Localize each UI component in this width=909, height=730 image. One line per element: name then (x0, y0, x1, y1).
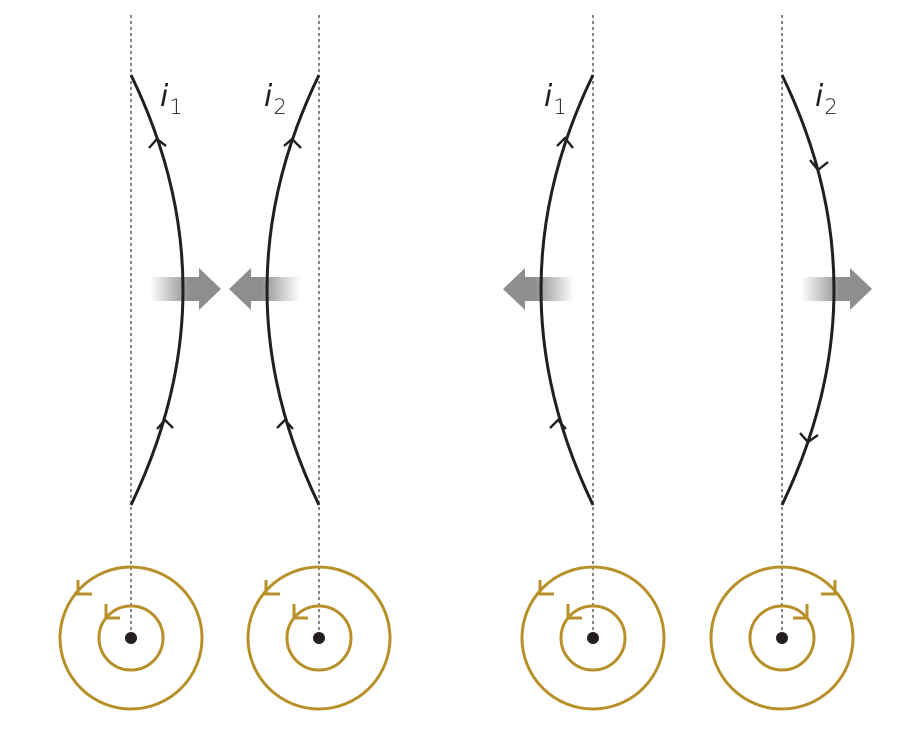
field-arrow-ccw-icon (104, 604, 120, 620)
field-ring-outer (246, 565, 392, 711)
current-arrow-down-icon (809, 159, 829, 172)
wire-i2 (265, 74, 321, 506)
field-arrow-cw-icon (821, 580, 837, 596)
wire-label-i2: i2 (815, 79, 838, 119)
current-arrow-up-icon (148, 137, 167, 149)
wire-cross-section-dot (313, 632, 325, 644)
field-ring-outer (520, 565, 666, 711)
force-arrow-left (503, 268, 574, 310)
field-arrow-cw-icon (793, 604, 809, 620)
field-arrow-ccw-icon (76, 580, 92, 596)
field-arrow-ccw-icon (566, 604, 582, 620)
panel-parallel: i1 i2 (58, 15, 392, 711)
current-arrow-up-icon (549, 418, 567, 430)
wire-i1 (129, 74, 185, 506)
field-ring-inner (559, 604, 627, 672)
field-arrow-ccw-icon (292, 604, 308, 620)
current-arrow-down-icon (799, 432, 819, 444)
wire-label-i1: i1 (544, 79, 567, 119)
current-arrow-up-icon (276, 418, 294, 430)
wire-i2 (780, 74, 836, 506)
field-ring-inner (97, 604, 165, 672)
current-arrow-up-icon (556, 136, 574, 149)
field-arrow-ccw-icon (264, 580, 280, 596)
panel-antiparallel: i1 i2 (503, 15, 872, 711)
wire-i1 (539, 74, 595, 506)
current-arrow-up-icon (156, 418, 174, 430)
force-arrow-left (229, 268, 300, 310)
force-arrow-right (150, 268, 221, 310)
wire-cross-section-dot (587, 632, 599, 644)
current-arrow-up-icon (283, 137, 302, 149)
field-ring-inner (285, 604, 353, 672)
field-arrow-ccw-icon (538, 580, 554, 596)
field-ring-outer (58, 565, 204, 711)
wire-label-i1: i1 (160, 79, 183, 119)
field-ring-outer (709, 565, 855, 711)
wire-cross-section-dot (125, 632, 137, 644)
wire-cross-section-dot (776, 632, 788, 644)
field-ring-inner (748, 604, 816, 672)
wire-label-i2: i2 (264, 79, 287, 119)
force-arrow-right (801, 268, 872, 310)
